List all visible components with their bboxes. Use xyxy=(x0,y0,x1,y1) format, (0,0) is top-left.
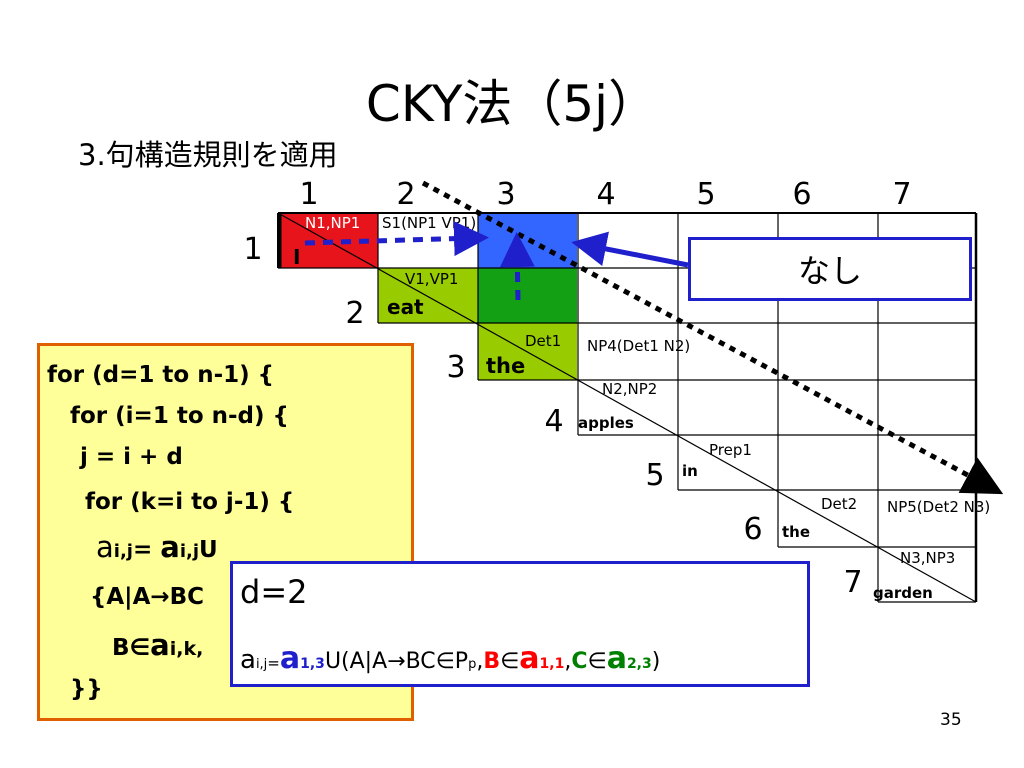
code-line: for (i=1 to n-d) { xyxy=(70,403,289,429)
code-line: j = i + d xyxy=(80,444,183,470)
row-number: 4 xyxy=(544,404,564,439)
column-number: 4 xyxy=(596,177,616,212)
cell-word: garden xyxy=(873,584,933,602)
cell-label: NP5(Det2 N3) xyxy=(887,498,991,516)
code-line-formula: B∈ai,k, xyxy=(112,628,204,662)
cell-word: the xyxy=(782,523,811,541)
callout-text: なし xyxy=(797,252,862,290)
cell-label: Prep1 xyxy=(709,441,752,459)
cell-word: I xyxy=(293,245,301,269)
row-number: 1 xyxy=(243,232,263,267)
cell-label: N2,NP2 xyxy=(602,380,658,398)
row-number: 2 xyxy=(345,296,365,331)
cell-label: V1,VP1 xyxy=(405,270,459,288)
horizontal-dotted-arrow xyxy=(304,221,489,257)
cell-label: S1(NP1 VP1) xyxy=(382,214,477,232)
example-formula: ai,j=a1,3U(A|A→BC∈Pp,B∈a1,1,C∈a2,3) xyxy=(240,641,661,676)
cell-word: in xyxy=(682,462,698,480)
code-box xyxy=(37,343,414,721)
cell-label: NP4(Det1 N2) xyxy=(587,337,691,355)
code-line: }} xyxy=(70,676,103,702)
row-number: 3 xyxy=(446,350,466,385)
example-d-value: d=2 xyxy=(240,573,308,611)
callout-arrow xyxy=(571,231,689,268)
cell-label: Det1 xyxy=(525,332,562,350)
column-number: 1 xyxy=(299,177,319,212)
cell-label: Det2 xyxy=(821,495,858,513)
column-number: 7 xyxy=(892,177,912,212)
slide-subtitle: 3.句構造規則を適用 xyxy=(78,138,338,172)
column-number: 3 xyxy=(496,177,516,212)
row-number: 6 xyxy=(743,512,763,547)
page-number: 35 xyxy=(940,710,962,730)
column-number: 6 xyxy=(792,177,812,212)
cell-2-3 xyxy=(478,268,577,323)
code-line: for (k=i to j-1) { xyxy=(85,489,295,515)
column-number: 5 xyxy=(696,177,716,212)
vertical-dotted-arrow xyxy=(499,232,535,301)
row-number: 7 xyxy=(843,565,863,600)
cell-2-2 xyxy=(378,268,478,323)
code-line: for (d=1 to n-1) { xyxy=(47,362,275,388)
diagonal-arrow xyxy=(421,180,1004,495)
cell-word: the xyxy=(486,354,526,378)
code-line-formula: ai,j= ai,jU xyxy=(96,530,218,564)
cell-word: eat xyxy=(387,295,424,319)
cell-label: N3,NP3 xyxy=(900,549,956,567)
example-box xyxy=(230,561,810,687)
row-number: 5 xyxy=(645,458,665,493)
cell-label: N1,NP1 xyxy=(305,214,361,232)
column-number: 2 xyxy=(396,177,416,212)
cell-word: apples xyxy=(578,414,634,432)
callout-box: なし xyxy=(688,237,972,301)
code-line: {A|A→BC xyxy=(90,584,205,610)
slide-title: CKY法（5j） xyxy=(365,75,659,133)
